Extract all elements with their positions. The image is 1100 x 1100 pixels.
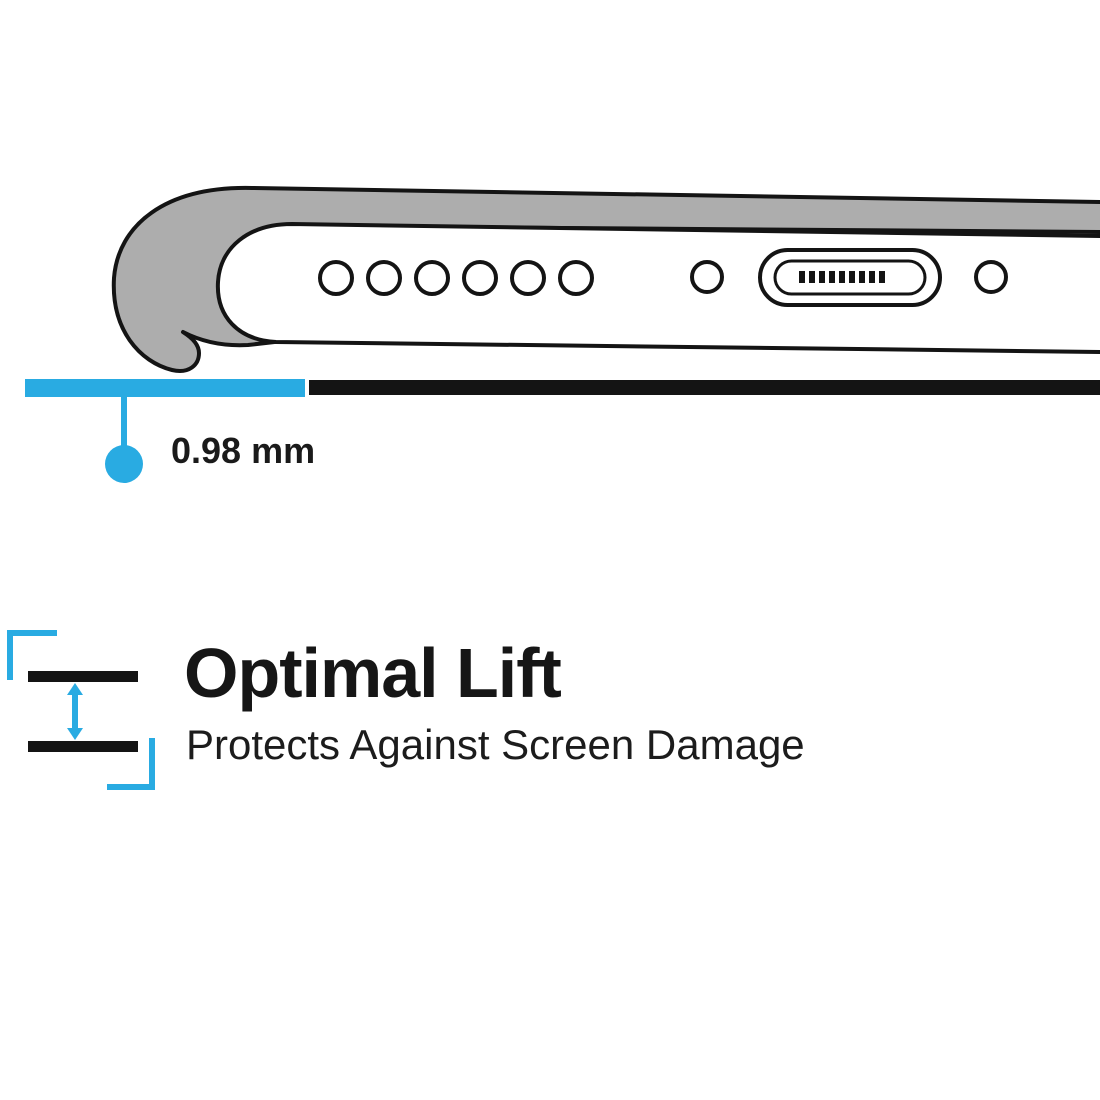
screw-hole-left — [690, 260, 724, 294]
lift-gap-bar — [25, 379, 305, 397]
speaker-hole — [366, 260, 402, 296]
case-lip-shape — [111, 185, 1100, 373]
charging-port-pins — [799, 271, 885, 283]
feature-title: Optimal Lift — [184, 634, 562, 712]
optimal-lift-icon — [7, 630, 155, 790]
speaker-hole — [414, 260, 450, 296]
surface-bar — [309, 380, 1100, 395]
measurement-pointer-dot — [105, 445, 143, 483]
lift-measurement-label: 0.98 mm — [171, 430, 316, 471]
measurement-pointer-stem — [121, 396, 127, 448]
speaker-hole — [510, 260, 546, 296]
lift-arrow-down-head — [67, 728, 83, 740]
bracket-top-left-icon — [7, 630, 57, 680]
feature-subtitle: Protects Against Screen Damage — [186, 721, 805, 768]
phone-case-bottom-illustration — [25, 185, 1100, 483]
speaker-hole — [318, 260, 354, 296]
screen-bar-top — [28, 671, 138, 682]
bracket-bottom-right-icon — [107, 738, 155, 790]
lift-arrow-up-head — [67, 683, 83, 695]
screen-bar-bottom — [28, 741, 138, 752]
screw-hole-right — [974, 260, 1008, 294]
speaker-hole — [462, 260, 498, 296]
speaker-hole — [558, 260, 594, 296]
